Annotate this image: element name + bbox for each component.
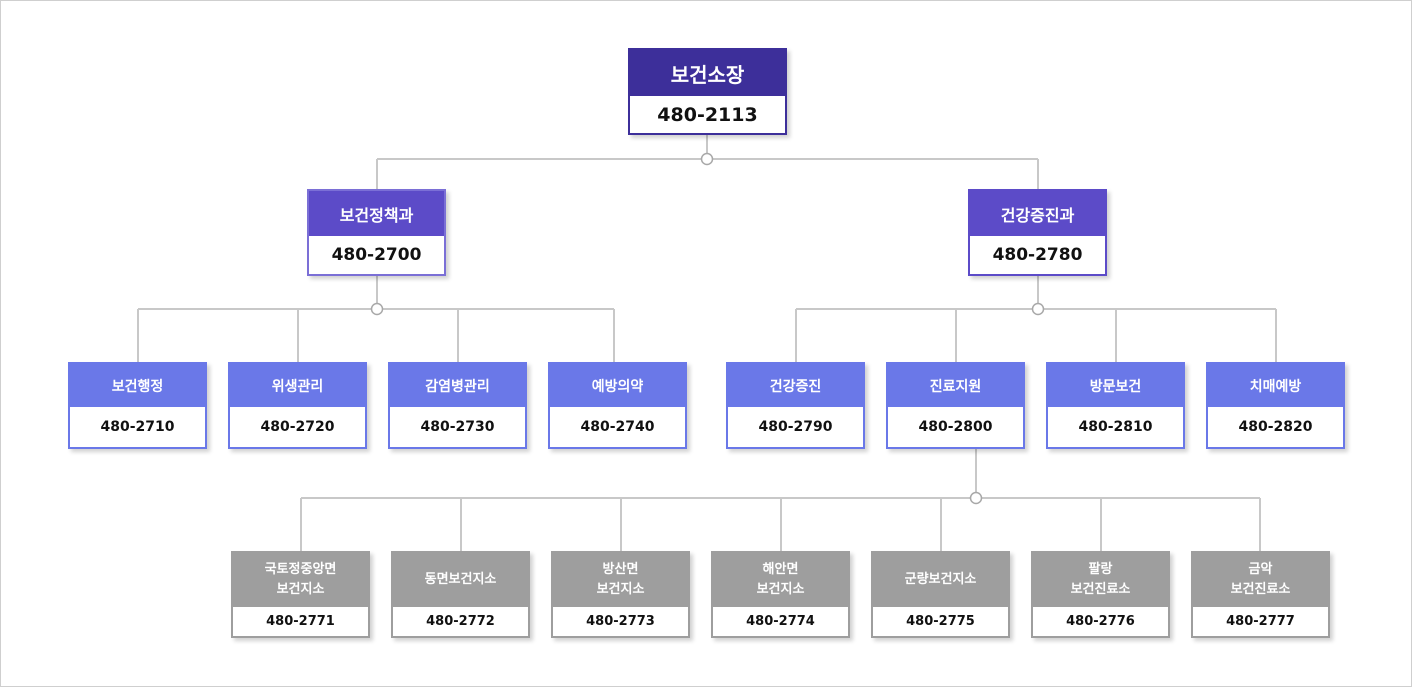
team-box: 건강증진 480-2790 [726,362,865,449]
branch-title: 동면보건지소 [393,553,528,607]
branch-title: 군량보건지소 [873,553,1008,607]
team-title: 위생관리 [230,364,365,407]
branch-box: 동면보건지소 480-2772 [391,551,530,638]
branch-box: 해안면 보건지소 480-2774 [711,551,850,638]
dept-title: 보건정책과 [309,191,444,236]
dept-title: 건강증진과 [970,191,1105,236]
director-phone: 480-2113 [630,96,785,133]
branch-phone: 480-2771 [233,607,368,636]
team-title: 감염병관리 [390,364,525,407]
team-box: 방문보건 480-2810 [1046,362,1185,449]
team-title: 보건행정 [70,364,205,407]
branch-phone: 480-2775 [873,607,1008,636]
team-box: 치매예방 480-2820 [1206,362,1345,449]
team-phone: 480-2710 [70,407,205,447]
branch-box: 팔랑 보건진료소 480-2776 [1031,551,1170,638]
team-phone: 480-2740 [550,407,685,447]
team-phone: 480-2790 [728,407,863,447]
team-phone: 480-2720 [230,407,365,447]
branch-title: 금악 보건진료소 [1193,553,1328,607]
team-phone: 480-2730 [390,407,525,447]
branch-phone: 480-2772 [393,607,528,636]
director-box: 보건소장 480-2113 [628,48,787,135]
team-title: 건강증진 [728,364,863,407]
branch-phone: 480-2776 [1033,607,1168,636]
team-box: 위생관리 480-2720 [228,362,367,449]
dept-health-promotion: 건강증진과 480-2780 [968,189,1107,276]
team-title: 방문보건 [1048,364,1183,407]
team-phone: 480-2820 [1208,407,1343,447]
dept-phone: 480-2780 [970,236,1105,274]
team-box: 보건행정 480-2710 [68,362,207,449]
team-title: 진료지원 [888,364,1023,407]
branch-phone: 480-2773 [553,607,688,636]
branch-title: 방산면 보건지소 [553,553,688,607]
branch-title: 팔랑 보건진료소 [1033,553,1168,607]
dept-health-policy: 보건정책과 480-2700 [307,189,446,276]
branch-box: 금악 보건진료소 480-2777 [1191,551,1330,638]
team-title: 예방의약 [550,364,685,407]
branch-title: 국토정중앙면 보건지소 [233,553,368,607]
team-title: 치매예방 [1208,364,1343,407]
branch-phone: 480-2774 [713,607,848,636]
director-title: 보건소장 [630,50,785,96]
dept-phone: 480-2700 [309,236,444,274]
team-phone: 480-2800 [888,407,1023,447]
branch-title: 해안면 보건지소 [713,553,848,607]
team-box: 예방의약 480-2740 [548,362,687,449]
team-phone: 480-2810 [1048,407,1183,447]
branch-box: 국토정중앙면 보건지소 480-2771 [231,551,370,638]
branch-box: 군량보건지소 480-2775 [871,551,1010,638]
team-box: 진료지원 480-2800 [886,362,1025,449]
branch-phone: 480-2777 [1193,607,1328,636]
team-box: 감염병관리 480-2730 [388,362,527,449]
branch-box: 방산면 보건지소 480-2773 [551,551,690,638]
